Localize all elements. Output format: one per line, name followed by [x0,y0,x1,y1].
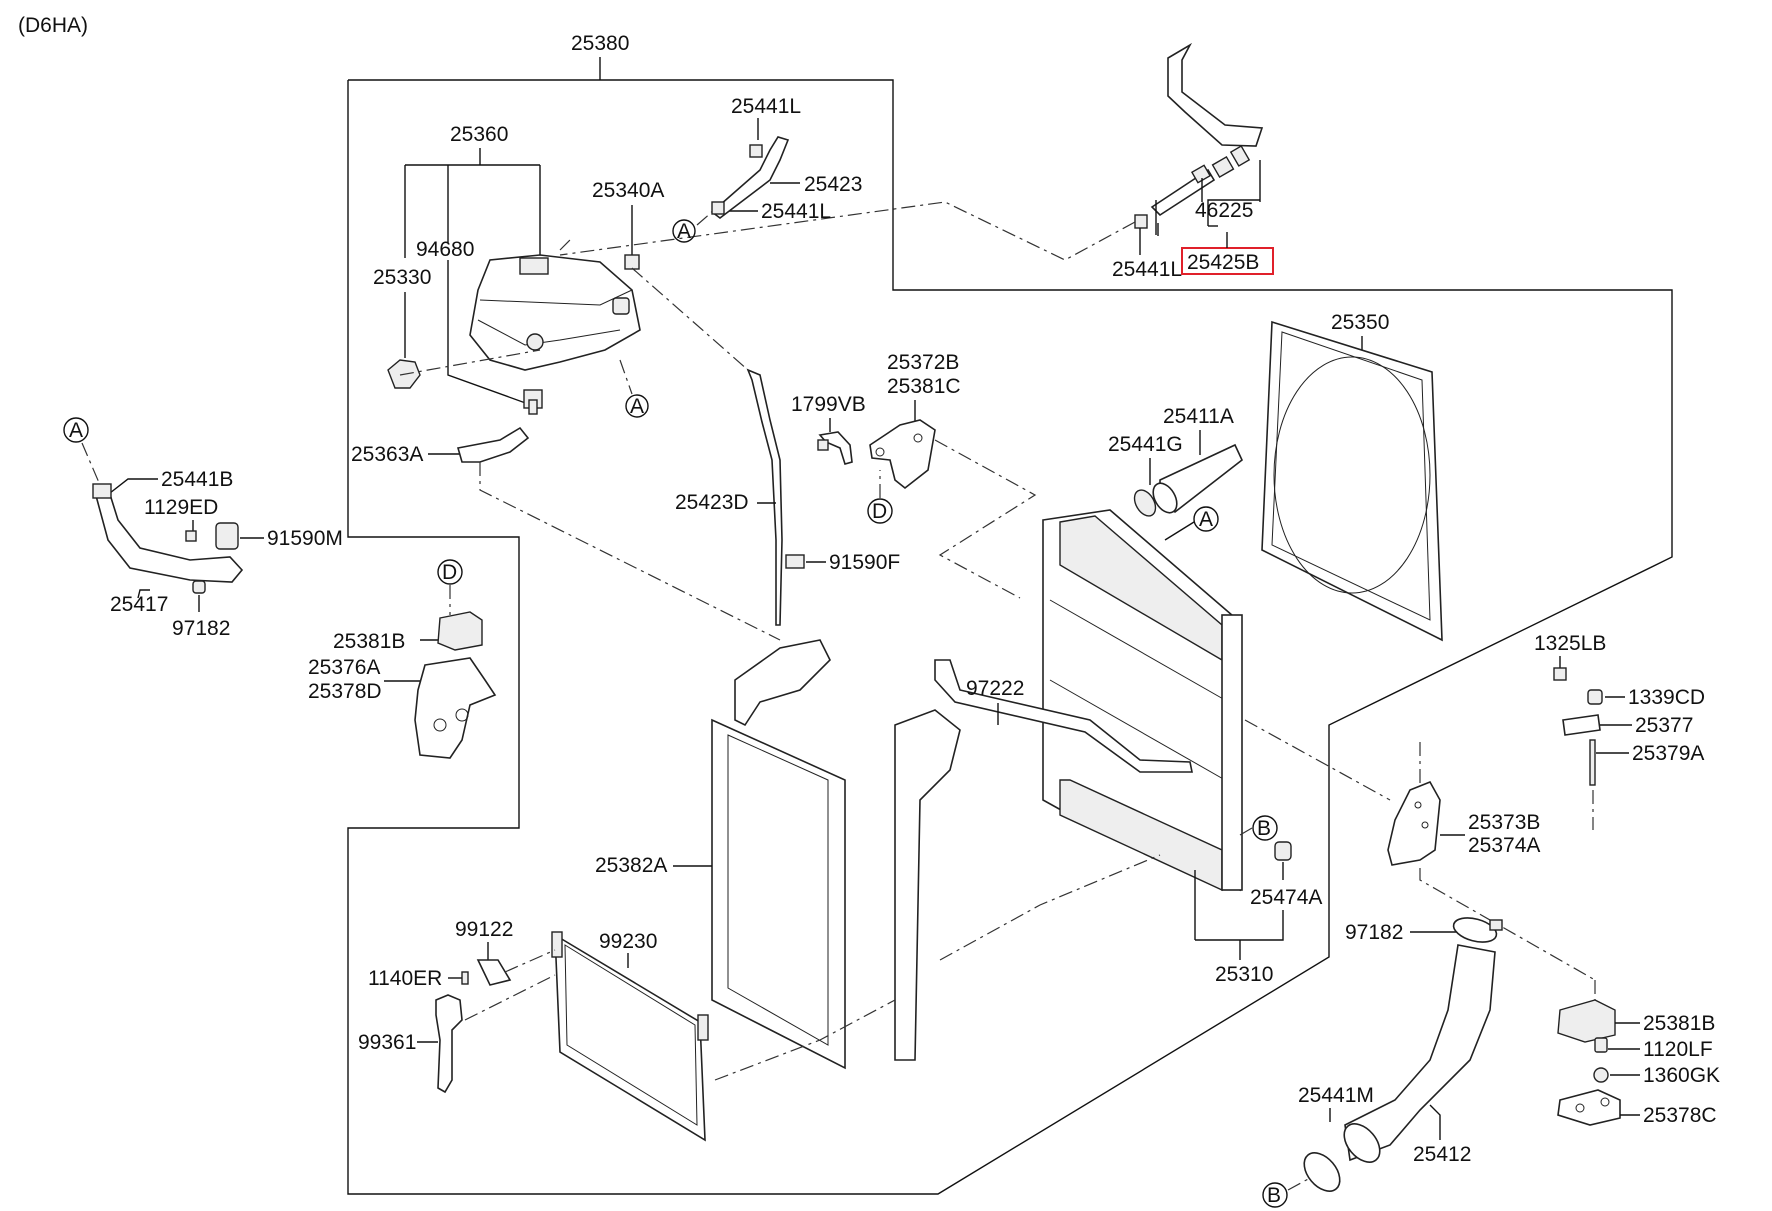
part-label-1339cd: 1339CD [1628,686,1705,709]
reservoir-tank[interactable] [469,254,641,371]
assembly-boundary [347,79,1673,1195]
part-label-97182-right: 97182 [1345,921,1403,944]
part-label-25382a: 25382A [595,854,667,877]
part-label-25340a: 25340A [592,179,664,202]
part-label-25411a: 25411A [1163,405,1234,428]
marker-a-3-letter: A [69,419,83,442]
bolt-1140er[interactable] [461,971,469,985]
part-label-91590m: 91590M [267,527,343,550]
bracket-25373b[interactable] [1387,780,1441,866]
part-label-25374a: 25374A [1468,834,1540,857]
part-label-25310: 25310 [1215,963,1273,986]
part-label-25379a: 25379A [1632,742,1704,765]
marker-a-4-letter: A [1199,508,1213,531]
part-label-46225: 46225 [1195,199,1253,222]
part-label-91590f: 91590F [829,551,900,574]
fan-shroud-25350[interactable] [1261,320,1443,642]
part-label-25378c: 25378C [1643,1104,1717,1127]
part-label-1129ed: 1129ED [144,496,218,519]
marker-b-2 [1262,1182,1288,1208]
bracket-99122[interactable] [476,959,512,986]
marker-b-1 [1252,815,1278,841]
part-label-25330: 25330 [373,266,431,289]
marker-d-1-letter: D [442,561,457,584]
part-label-25441l-lower: 25441L [761,200,831,223]
part-label-25363a: 25363A [351,443,423,466]
bracket-25372b[interactable] [869,419,936,490]
part-label-1360gk: 1360GK [1643,1064,1720,1087]
part-label-1140er: 1140ER [368,967,442,990]
clamp-25441m[interactable] [1297,1146,1347,1198]
mount-25381b[interactable] [1557,999,1621,1126]
part-label-99122: 99122 [455,918,513,941]
part-label-99361: 99361 [358,1031,416,1054]
marker-d-2 [867,498,893,524]
part-label-25360: 25360 [450,123,508,146]
part-label-25441m: 25441M [1298,1084,1374,1107]
pipe-97222[interactable] [934,659,1193,773]
valve-25340a[interactable] [612,254,640,315]
tube-25423d[interactable] [746,368,805,626]
part-label-1799vb: 1799VB [791,393,866,416]
part-label-25441g: 25441G [1108,433,1183,456]
marker-a-2-letter: A [630,395,644,418]
part-label-94680: 94680 [416,238,474,261]
part-label-25350: 25350 [1331,311,1389,334]
condenser-99230[interactable] [551,931,709,1142]
part-label-25423: 25423 [804,173,862,196]
part-label-1120lf: 1120LF [1643,1038,1713,1061]
part-label-25381b-right: 25381B [1643,1012,1715,1035]
marker-a-3 [63,417,89,443]
sensor-94680[interactable] [523,389,543,415]
part-label-99230: 99230 [599,930,657,953]
part-label-25377: 25377 [1635,714,1693,737]
part-label-25372b: 25372B [887,351,959,374]
part-label-25381c: 25381C [887,375,961,398]
marker-d-2-letter: D [872,500,887,523]
hose-25425b[interactable] [1134,42,1264,229]
marker-a-1-letter: A [677,220,691,243]
plug-25474a[interactable] [1274,841,1292,861]
part-label-25474a: 25474A [1250,886,1322,909]
part-label-25417: 25417 [110,593,168,616]
part-label-97222: 97222 [966,677,1024,700]
engine-code: (D6HA) [18,14,88,37]
marker-a-1 [672,219,696,243]
bracket-25376a[interactable] [414,611,497,759]
part-label-25441b: 25441B [161,468,233,491]
line-99361[interactable] [435,994,463,1094]
part-label-25423d: 25423D [675,491,749,514]
fasteners-25377[interactable] [1553,667,1603,786]
marker-a-2 [625,394,649,418]
part-label-97182-left: 97182 [172,617,230,640]
part-label-1325lb: 1325LB [1534,632,1606,655]
part-label-25381b-left: 25381B [333,630,405,653]
hose-25417[interactable] [92,483,244,594]
marker-a-4 [1193,506,1219,532]
part-label-25441l-top: 25441L [1112,258,1182,281]
hose-25423[interactable] [710,136,790,220]
hose-25412[interactable] [1337,944,1496,1169]
marker-d-1 [437,559,463,585]
marker-b-1-letter: B [1257,817,1271,840]
part-label-25425b[interactable]: 25425B [1187,251,1259,274]
clamp-97182[interactable] [1451,914,1503,947]
part-label-25380: 25380 [571,32,629,55]
part-label-25378d: 25378D [308,680,382,703]
radiator-25310[interactable] [1042,509,1243,892]
part-label-25376a: 25376A [308,656,380,679]
bracket-25363a[interactable] [456,426,530,463]
part-label-25373b: 25373B [1468,811,1540,834]
hose-25411a[interactable] [1130,443,1243,520]
part-label-25412: 25412 [1413,1143,1471,1166]
intercooler-25382a[interactable] [711,639,961,1070]
part-label-25441l-upper: 25441L [731,95,801,118]
marker-b-2-letter: B [1267,1184,1281,1207]
clip-1799vb[interactable] [817,431,853,465]
